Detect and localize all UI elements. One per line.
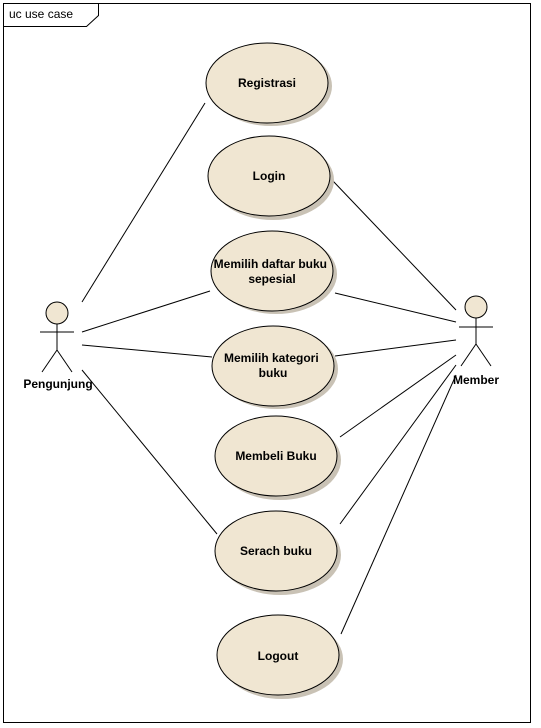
- usecase-membeli-buku[interactable]: Membeli Buku: [214, 415, 341, 500]
- actor-pengunjung[interactable]: Pengunjung: [23, 301, 93, 391]
- assoc-member-logout: [340, 374, 457, 635]
- usecase-label: Memilih daftar buku sepesial: [214, 257, 331, 286]
- usecase-logout[interactable]: Logout: [216, 614, 343, 699]
- usecase-label: Login: [253, 169, 286, 183]
- member-associations: [332, 180, 457, 635]
- assoc-member-membeli-buku: [339, 354, 457, 438]
- actor-head-icon: [45, 301, 69, 325]
- assoc-pengunjung-kategori-buku: [81, 344, 213, 358]
- usecase-label: Registrasi: [238, 76, 296, 90]
- assoc-pengunjung-serach-buku: [81, 369, 218, 535]
- actor-label: Member: [453, 373, 499, 387]
- assoc-member-kategori-buku: [334, 339, 457, 357]
- frame-title: uc use case: [9, 7, 73, 21]
- frame-title-tab: [3, 3, 99, 27]
- actor-label: Pengunjung: [23, 377, 92, 391]
- actor-member[interactable]: Member: [453, 295, 499, 387]
- usecase-daftar-buku[interactable]: Memilih daftar buku sepesial: [210, 230, 337, 314]
- usecase-label: Membeli Buku: [235, 449, 316, 463]
- usecase-label: Serach buku: [240, 544, 312, 558]
- assoc-pengunjung-registrasi: [81, 102, 206, 303]
- usecase-serach-buku[interactable]: Serach buku: [214, 510, 341, 595]
- assoc-member-serach-buku: [339, 364, 457, 525]
- actor-head-icon: [464, 295, 488, 319]
- usecase-kategori-buku[interactable]: Memilih kategori buku: [211, 325, 338, 409]
- usecase-label: Logout: [258, 649, 299, 663]
- usecase-label: Memilih kategori buku: [224, 351, 322, 380]
- usecase-login[interactable]: Login: [207, 135, 334, 220]
- assoc-member-login: [332, 180, 457, 311]
- pengunjung-associations: [81, 102, 218, 535]
- assoc-member-daftar-buku: [334, 292, 457, 323]
- assoc-pengunjung-daftar-buku: [81, 290, 211, 333]
- usecase-registrasi[interactable]: Registrasi: [205, 42, 332, 126]
